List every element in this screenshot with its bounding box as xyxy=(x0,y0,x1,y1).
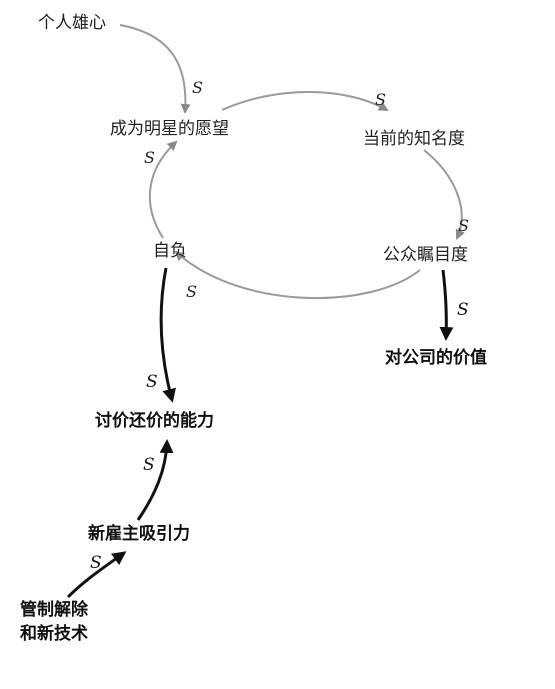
node-value-to-company: 对公司的价值 xyxy=(385,348,487,368)
polarity-visibility-ego: S xyxy=(186,282,197,301)
link-ego-to-bargaining xyxy=(159,267,176,403)
link-visibility-to-ego xyxy=(174,250,421,300)
node-new-employer-attraction: 新雇主吸引力 xyxy=(88,524,190,544)
link-star-desire-to-current-fame xyxy=(221,91,389,111)
link-ambition-to-star-desire xyxy=(119,24,191,114)
node-deregulation: 管制解除 和新技术 xyxy=(20,598,88,646)
polarity-ambition-star: S xyxy=(192,78,203,97)
link-ego-to-star-desire xyxy=(148,140,178,239)
node-bargaining-power: 讨价还价的能力 xyxy=(95,411,214,431)
polarity-ego-bargaining: S xyxy=(146,372,158,392)
node-ego: 自负 xyxy=(153,241,187,261)
polarity-ego-star: S xyxy=(144,148,155,167)
node-public-visibility: 公众瞩目度 xyxy=(383,245,468,265)
node-current-fame: 当前的知名度 xyxy=(363,129,465,149)
polarity-fame-visibility: S xyxy=(458,216,469,235)
link-dereg-to-employer xyxy=(66,551,127,599)
link-current-fame-to-visibility xyxy=(423,149,465,240)
polarity-star-fame: S xyxy=(375,90,386,109)
polarity-visibility-value: S xyxy=(457,300,469,320)
node-deregulation-line2: 和新技术 xyxy=(20,624,88,644)
polarity-dereg-employer: S xyxy=(90,553,102,573)
node-star-desire: 成为明星的愿望 xyxy=(110,119,229,139)
link-visibility-to-value xyxy=(439,269,454,341)
polarity-employer-bargaining: S xyxy=(143,455,155,475)
link-employer-to-bargaining xyxy=(136,439,174,521)
node-deregulation-line1: 管制解除 xyxy=(20,600,88,620)
node-personal-ambition: 个人雄心 xyxy=(38,13,106,33)
